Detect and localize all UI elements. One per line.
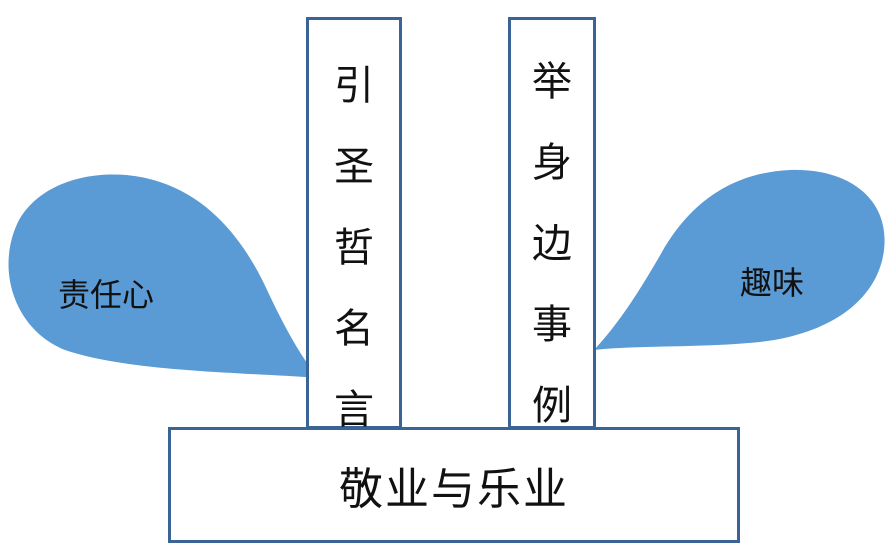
left-pillar-char: 引 [334,63,374,109]
right-pillar-char: 举 [532,59,572,105]
left-drop-shape [8,174,319,378]
right-drop-label: 趣味 [740,264,805,302]
left-pillar-char: 圣 [334,144,374,190]
right-pillar-text: 举 身 边 事 例 [511,42,593,447]
base-box: 敬业与乐业 [168,427,740,543]
right-pillar-char: 事 [532,302,572,348]
right-pillar-char: 例 [532,383,572,429]
right-pillar-box: 举 身 边 事 例 [508,17,596,429]
left-pillar-box: 引 圣 哲 名 言 [306,17,402,433]
right-drop-shape [594,169,885,350]
right-pillar-char: 身 [532,140,572,186]
left-drop-label: 责任心 [58,276,155,314]
left-pillar-text: 引 圣 哲 名 言 [309,46,399,451]
left-pillar-char: 哲 [334,225,374,271]
right-pillar-char: 边 [532,221,572,267]
left-pillar-char: 言 [334,387,374,433]
base-label: 敬业与乐业 [339,464,569,515]
left-pillar-char: 名 [334,306,374,352]
